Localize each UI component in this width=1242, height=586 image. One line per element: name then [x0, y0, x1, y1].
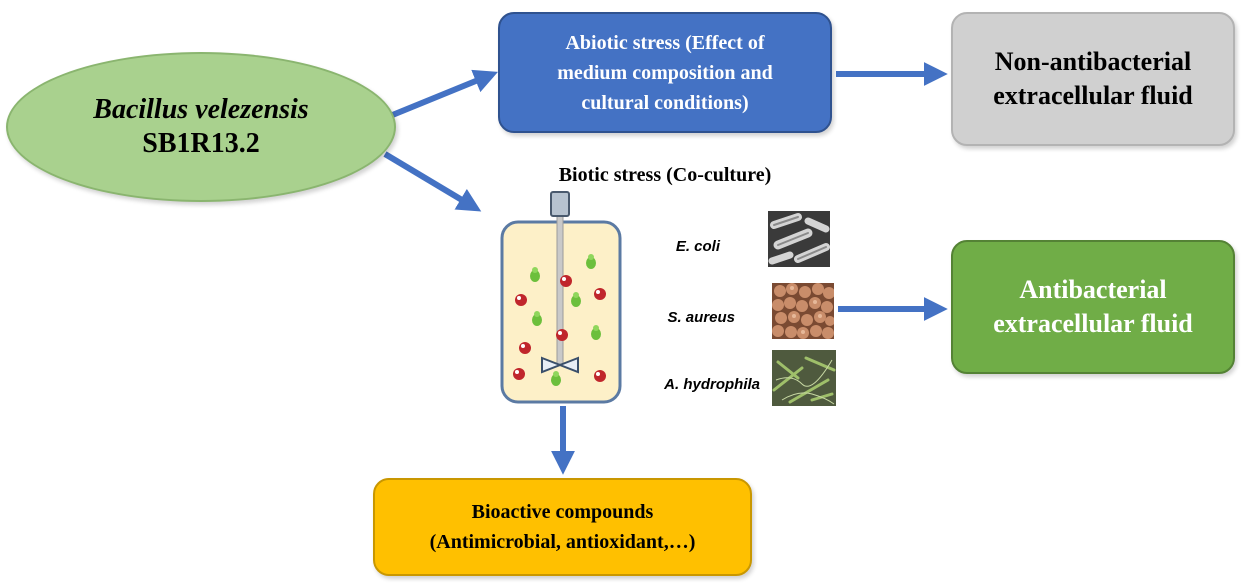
abiotic-line: medium composition and: [557, 61, 773, 84]
non-antibacterial-box: Non-antibacterial extracellular fluid: [951, 12, 1235, 146]
green-cell: [591, 325, 601, 340]
red-cell: [513, 368, 525, 380]
red-cell: [515, 294, 527, 306]
green-cell: [532, 311, 542, 326]
biotic-stress-title: Biotic stress (Co-culture): [558, 164, 772, 186]
abiotic-line: cultural conditions): [581, 91, 749, 114]
bioactive-line: Bioactive compounds: [471, 501, 654, 523]
bacterium-strain: SB1R13.2: [142, 128, 260, 159]
ecoli-label: E. coli: [675, 238, 720, 255]
red-cell: [519, 342, 531, 354]
green-cell: [530, 267, 540, 282]
reactor-impeller: [541, 356, 579, 374]
red-cell: [594, 370, 606, 382]
abiotic-stress-box: Abiotic stress (Effect of medium composi…: [498, 12, 832, 133]
ecoli-micrograph: [768, 211, 830, 267]
ahydrophila-label: A. hydrophila: [664, 376, 760, 393]
green-cell: [586, 254, 596, 269]
bioreactor-illustration: [500, 191, 622, 404]
bacterium-species: Bacillus velezensis: [93, 94, 309, 125]
green-cell: [571, 292, 581, 307]
bioactive-compounds-box: Bioactive compounds (Antimicrobial, anti…: [373, 478, 752, 576]
saureus-micrograph: [772, 283, 834, 339]
non-antibacterial-line: Non-antibacterial: [994, 47, 1192, 76]
abiotic-line: Abiotic stress (Effect of: [565, 31, 765, 54]
ahydrophila-micrograph: [772, 350, 836, 406]
bioactive-line: (Antimicrobial, antioxidant,…): [429, 531, 696, 553]
non-antibacterial-line: extracellular fluid: [993, 81, 1193, 110]
reactor-motor-cap: [550, 191, 570, 217]
saureus-label: S. aureus: [667, 309, 735, 326]
red-cell: [556, 329, 568, 341]
red-cell: [594, 288, 606, 300]
antibacterial-line: Antibacterial: [1019, 275, 1167, 304]
antibacterial-box: Antibacterial extracellular fluid: [951, 240, 1235, 374]
arrow-to-biotic: [383, 151, 482, 212]
antibacterial-line: extracellular fluid: [993, 309, 1193, 338]
reactor-shaft: [556, 213, 564, 365]
bacterium-ellipse: Bacillus velezensis SB1R13.2: [6, 52, 396, 202]
red-cell: [560, 275, 572, 287]
green-cell: [551, 371, 561, 386]
arrow-to-abiotic: [388, 69, 498, 119]
